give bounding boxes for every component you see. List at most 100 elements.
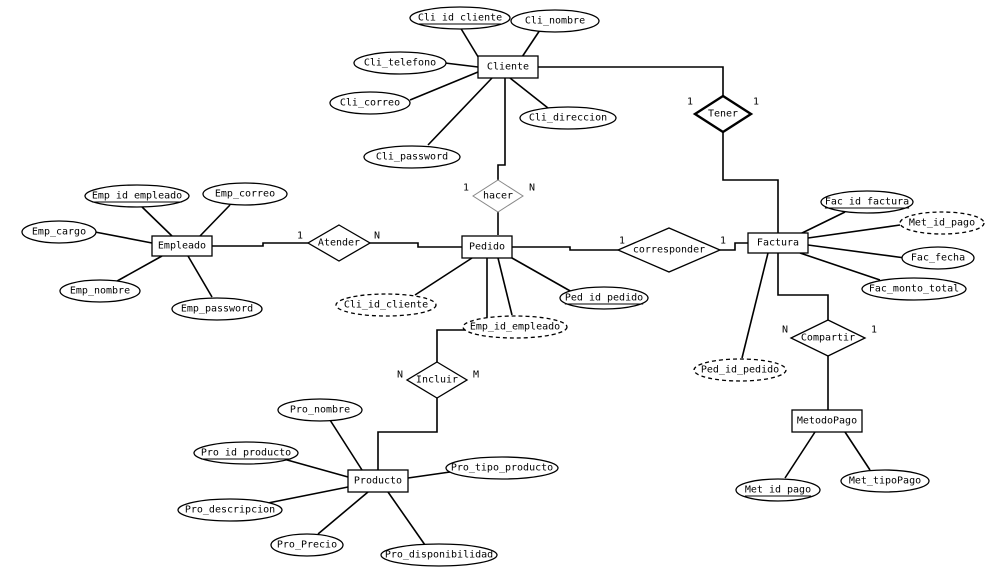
attribute-fac-fecha[interactable]: Fac_fecha [901, 246, 975, 270]
connectors [94, 26, 906, 546]
attribute-ped-id-pedido[interactable]: Ped id pedido [559, 286, 649, 310]
attribute-fac-ped-id-pedido[interactable]: Ped_id_pedido [693, 358, 787, 382]
line-cliente-cli-correo [409, 71, 479, 101]
attribute-emp-id-empleado-label: Emp id empleado [92, 191, 182, 202]
attribute-pro-precio-label: Pro_Precio [277, 540, 337, 551]
attribute-pro-nombre-label: Pro_nombre [290, 405, 350, 416]
attribute-fac-ped-id-pedido-label: Ped_id_pedido [701, 365, 779, 376]
entity-producto-label: Producto [354, 476, 402, 487]
line-cliente-tener [538, 66, 724, 96]
attribute-fac-met-id-pago-label: Met_id_pago [909, 218, 975, 229]
attribute-pro-nombre[interactable]: Pro_nombre [277, 398, 363, 422]
card-compartir-right: 1 [871, 325, 877, 336]
attribute-ped-cli-id-cliente-label: Cli_id_cliente [344, 300, 428, 311]
attribute-fac-id-factura[interactable]: Fac id factura [820, 190, 914, 214]
line-empleado-emp-correo [199, 204, 231, 237]
attribute-fac-id-factura-label: Fac id factura [825, 197, 909, 208]
line-tener-factura [722, 132, 779, 233]
attribute-pro-disponibilidad[interactable]: Pro_disponibilidad [380, 543, 498, 567]
attribute-cli-correo[interactable]: Cli_correo [329, 91, 411, 115]
line-cliente-cli-id [459, 26, 481, 61]
relationship-corresponder[interactable]: corresponder [616, 227, 722, 273]
attribute-met-id-pago[interactable]: Met id pago [735, 478, 821, 502]
attribute-cli-direccion[interactable]: Cli_direccion [519, 106, 617, 130]
cardinalities: 1 1 1 N 1 N 1 1 N 1 N M [297, 97, 877, 381]
attribute-cli-telefono[interactable]: Cli_telefono [353, 51, 447, 75]
attribute-pro-disponibilidad-label: Pro_disponibilidad [385, 550, 493, 561]
line-pedido-corresponder [512, 246, 618, 251]
card-hacer-top: 1 [463, 183, 469, 194]
line-empleado-atender [212, 242, 308, 247]
attribute-fac-fecha-label: Fac_fecha [911, 253, 965, 264]
relationship-compartir-label: Compartir [801, 333, 855, 344]
attribute-cli-password[interactable]: Cli_password [363, 145, 461, 169]
card-atender-right: N [374, 231, 380, 242]
line-atender-pedido [370, 242, 462, 248]
line-pedido-emp-id [497, 257, 513, 316]
relationship-incluir[interactable]: Incluir [405, 361, 469, 399]
attribute-pro-id-producto[interactable]: Pro id producto [193, 441, 299, 465]
line-pedido-incluir [436, 258, 488, 362]
attribute-emp-cargo-label: Emp_cargo [32, 227, 86, 238]
line-pedido-ped-id [511, 257, 573, 293]
card-tener-right: 1 [753, 97, 759, 108]
attribute-fac-monto-total[interactable]: Fac_monto_total [861, 277, 967, 301]
attribute-emp-nombre-label: Emp_nombre [70, 286, 130, 297]
line-cliente-hacer [497, 78, 506, 180]
relationship-corresponder-label: corresponder [633, 245, 705, 256]
attribute-pro-tipo-producto-label: Pro_tipo_producto [451, 463, 553, 474]
attribute-met-id-pago-label: Met id pago [745, 485, 811, 496]
entity-metodopago[interactable]: MetodoPago [791, 409, 863, 433]
card-incluir-right: M [473, 370, 479, 381]
line-producto-pro-disp [387, 491, 426, 546]
attribute-met-tipopago[interactable]: Met_tipoPago [840, 469, 930, 493]
attribute-cli-nombre[interactable]: Cli_nombre [510, 9, 600, 33]
relationship-tener-label: Tener [708, 109, 738, 120]
attribute-pro-descripcion[interactable]: Pro_descripcion [177, 498, 283, 522]
line-producto-pro-id [279, 457, 349, 478]
line-incluir-producto [377, 398, 438, 470]
relationship-hacer-label: hacer [483, 191, 513, 202]
line-factura-fac-id [799, 211, 846, 235]
attribute-cli-password-label: Cli_password [376, 152, 448, 163]
line-factura-fac-fecha [807, 244, 906, 259]
attribute-ped-cli-id-cliente[interactable]: Cli_id_cliente [335, 293, 437, 317]
relationship-compartir[interactable]: Compartir [789, 319, 867, 357]
attribute-cli-nombre-label: Cli_nombre [525, 16, 585, 27]
attribute-cli-correo-label: Cli_correo [340, 98, 400, 109]
line-factura-fac-monto [799, 252, 881, 281]
entity-factura[interactable]: Factura [747, 232, 809, 254]
entity-cliente-label: Cliente [487, 62, 529, 73]
attribute-ped-id-pedido-label: Ped id pedido [565, 293, 643, 304]
card-tener-left: 1 [687, 97, 693, 108]
line-factura-met-id [807, 224, 901, 239]
entity-empleado-label: Empleado [158, 241, 206, 252]
attribute-pro-precio[interactable]: Pro_Precio [270, 533, 344, 557]
entity-empleado[interactable]: Empleado [151, 235, 213, 257]
attribute-fac-met-id-pago[interactable]: Met_id_pago [899, 211, 985, 235]
attribute-emp-password-label: Emp_password [181, 304, 253, 315]
entity-producto[interactable]: Producto [347, 469, 409, 493]
attribute-emp-correo[interactable]: Emp_correo [202, 182, 288, 206]
attribute-pro-tipo-producto[interactable]: Pro_tipo_producto [445, 456, 559, 480]
line-corresponder-factura [720, 242, 748, 251]
entity-pedido[interactable]: Pedido [461, 235, 513, 259]
line-cliente-cli-direccion [509, 77, 549, 109]
attribute-emp-id-empleado[interactable]: Emp id empleado [84, 184, 190, 208]
attribute-emp-cargo[interactable]: Emp_cargo [21, 220, 97, 244]
attribute-ped-emp-id-empleado[interactable]: Emp_id_empleado [462, 315, 568, 339]
relationship-tener[interactable]: Tener [692, 94, 754, 134]
card-compartir-left: N [782, 325, 788, 336]
attribute-emp-nombre[interactable]: Emp_nombre [59, 279, 141, 303]
entity-cliente[interactable]: Cliente [477, 55, 539, 79]
attribute-emp-password[interactable]: Emp_password [171, 297, 263, 321]
entity-pedido-label: Pedido [469, 242, 505, 253]
card-incluir-left: N [397, 370, 403, 381]
attribute-cli-id-cliente-label: Cli id cliente [418, 13, 502, 24]
relationship-hacer[interactable]: hacer [472, 179, 524, 213]
line-empleado-emp-password [187, 255, 213, 298]
relationship-atender[interactable]: Atender [306, 224, 372, 262]
line-empleado-emp-id [139, 204, 173, 237]
attribute-cli-id-cliente[interactable]: Cli id cliente [409, 6, 511, 30]
